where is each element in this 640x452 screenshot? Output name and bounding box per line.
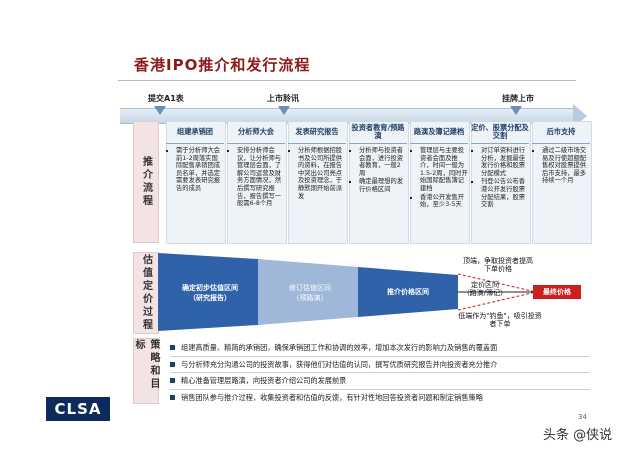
section-valuation: 估值定价过程 [133, 252, 159, 334]
process-item: 确定最理想的发行价格区间 [359, 178, 407, 193]
strategy-item: 组建高质量、精简的承销团，确保承销团工作和协调的效率，增加本次发行的影响力及销售… [170, 340, 590, 356]
process-item: 对订单资料进行分析，发掘最佳发行价格和股票分配模式 [481, 147, 529, 177]
process-column [288, 121, 348, 244]
process-column-body: 安排分析师会议，让分析师与管理层会面，了解公司运营及财务方面情况，然后撰写研究报… [229, 147, 285, 209]
process-column-body: 分析师根据招股书及公司所提供的资料，在报告中突出公司亮点及投资理念，于静默期开始… [290, 147, 346, 201]
process-column [227, 121, 287, 244]
process-item: 刊登公告公布香港公开发行股票分配结果，股票交割 [481, 178, 529, 208]
strategy-item: 与分析师充分沟通公司的投资故事，获得他们对估值的认同，撰写优质研究报告并向投资者… [170, 357, 590, 373]
process-column-head: 路演及簿记建档 [410, 121, 468, 144]
page-title: 香港IPO推介和发行流程 [134, 56, 311, 74]
process-item: 分析师与投资者会面，进行投资者教育，一般2周 [359, 147, 407, 177]
process-item: 分析师根据招股书及公司所提供的资料，在报告中突出公司亮点及投资理念，于静默期开始… [298, 147, 346, 200]
process-column-head: 发表研究报告 [288, 121, 346, 144]
funnel-bottom-note: 低端作为"钓鱼"，吸引投资者下单 [458, 312, 542, 328]
process-column [532, 121, 592, 244]
watermark: 头条 @侠说 [543, 428, 613, 443]
funnel-stage-initial [158, 253, 258, 331]
strategy-text: 组建高质量、精简的承销团，确保承销团工作和协调的效率，增加本次发行的影响力及销售… [181, 343, 498, 352]
milestone-listing: 挂牌上市 [502, 94, 534, 103]
funnel-stage-marketing [358, 267, 458, 317]
strategy-item: 精心准备管理层路演，向投资者介绍公司的发展前景 [170, 373, 590, 389]
strategy-item: 销售团队参与推介过程，收集投资者和估值的反馈，有针对性地回答投资者问题和制定销售… [170, 390, 590, 406]
page-number: 34 [578, 413, 587, 421]
bullet-icon [170, 361, 175, 367]
funnel-label-marketing: 推介价格区间 [387, 288, 429, 296]
funnel-top-note: 顶端，争取投资者提高下单价格 [463, 257, 533, 273]
process-column-head: 投资者教育/预路演 [349, 121, 407, 144]
milestone-marker-icon [278, 106, 290, 115]
strategy-divider [170, 372, 590, 373]
strategy-divider [170, 355, 590, 357]
clsa-logo: CLSA [46, 397, 110, 421]
strategy-text: 销售团队参与推介过程，收集投资者和估值的反馈，有针对性地回答投资者问题和制定销售… [181, 392, 483, 402]
process-column [471, 121, 531, 244]
process-column-body: 通过二级市场交易及行使超额配售权对股票提供后市支持，最多持续一个月 [534, 147, 590, 186]
process-column-body: 需于分析师大会前1-2周落实国际配售承销团成员名单，并选定需要发表研究报告的成员 [168, 147, 224, 194]
process-column-head: 分析师大会 [227, 121, 285, 144]
bullet-icon [170, 394, 175, 400]
process-column [410, 121, 470, 244]
funnel-mid-note: 定价区间 （路演/簿记） [462, 281, 508, 297]
strategy-text: 与分析师充分沟通公司的投资故事，获得他们对估值的认同，撰写优质研究报告并向投资者… [181, 359, 498, 369]
funnel-label-initial: 确定初步估值区间 （研究报告） [182, 284, 238, 302]
milestone-hearing: 上市聆讯 [267, 94, 299, 103]
section-process: 推介流程 [133, 121, 159, 243]
process-column-body: 管理层与主要投资者会面及推介，时间一般为1.5-2周，同时开始国际配售簿记建档香… [412, 147, 468, 210]
funnel-label-revised: 修订估值区间 （预路演） [289, 284, 331, 302]
bullet-icon [170, 378, 175, 384]
process-column-head: 组建承销团 [166, 121, 224, 144]
strategy-text: 精心准备管理层路演，向投资者介绍公司的发展前景 [181, 376, 347, 385]
final-price-badge: 最终价格 [533, 285, 581, 299]
process-column-head: 后市支持 [532, 121, 590, 144]
process-item: 需于分析师大会前1-2周落实国际配售承销团成员名单，并选定需要发表研究报告的成员 [176, 147, 224, 193]
funnel-stage-revised [258, 259, 358, 325]
section-strategy: 策略和目标 [133, 338, 159, 404]
process-column-head: 定价、股票分配及交割 [471, 121, 529, 144]
title-divider [118, 80, 576, 81]
bullet-icon [170, 345, 175, 351]
strategy-list: 组建高质量、精简的承销团，确保承销团工作和协调的效率，增加本次发行的影响力及销售… [170, 340, 590, 405]
process-item: 香港公开发售开始，至少3-5天 [420, 194, 468, 209]
process-column-body: 对订单资料进行分析，发掘最佳发行价格和股票分配模式刊登公告公布香港公开发行股票分… [473, 147, 529, 210]
process-item: 安排分析师会议，让分析师与管理层会面，了解公司运营及财务方面情况，然后撰写研究报… [237, 147, 285, 208]
milestone-marker-icon [510, 106, 522, 115]
process-item: 通过二级市场交易及行使超额配售权对股票提供后市支持，最多持续一个月 [542, 147, 590, 185]
process-column-body: 分析师与投资者会面，进行投资者教育，一般2周确定最理想的发行价格区间 [351, 147, 407, 195]
milestone-marker-icon [154, 106, 166, 115]
process-item: 管理层与主要投资者会面及推介，时间一般为1.5-2周，同时开始国际配售簿记建档 [420, 147, 468, 193]
valuation-funnel [158, 253, 458, 331]
strategy-divider [170, 388, 590, 390]
process-column [349, 121, 409, 244]
milestone-a1: 提交A1表 [148, 94, 184, 103]
process-column [166, 121, 226, 244]
